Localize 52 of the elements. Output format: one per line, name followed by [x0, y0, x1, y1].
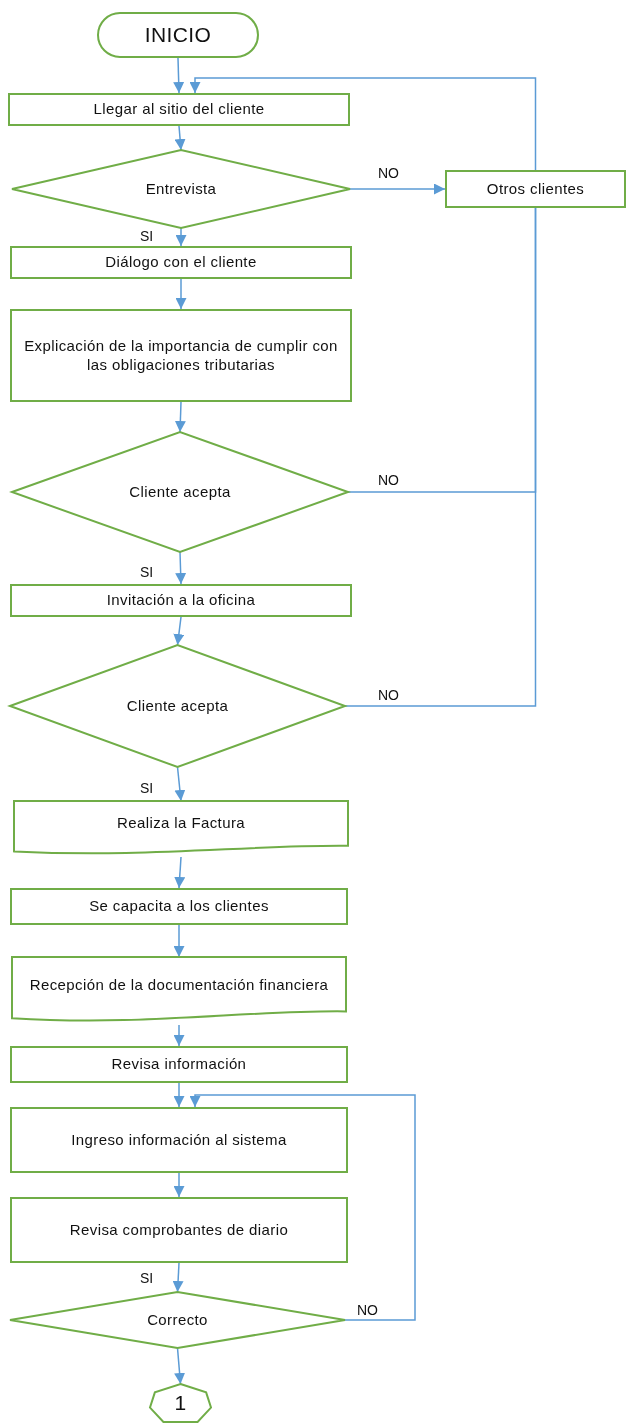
- arrow: [173, 1024, 185, 1047]
- arrow: [175, 551, 187, 585]
- step-text: Revisa comprobantes de diario: [69, 1220, 289, 1240]
- process-box: [10, 584, 352, 617]
- step-text: Se capacita a los clientes: [89, 897, 269, 916]
- process-box: [10, 888, 348, 925]
- arrow: [172, 1262, 184, 1293]
- decision-diamond: [10, 645, 345, 767]
- process-box: [445, 170, 626, 208]
- arrow: [174, 1347, 186, 1385]
- step-text: Revisa información: [111, 1055, 247, 1074]
- decision-diamond: [10, 1292, 345, 1348]
- process-box: [8, 93, 350, 126]
- arrow: [173, 1082, 185, 1108]
- step-text: Correcto: [147, 1310, 208, 1330]
- decision-diamond: [12, 150, 350, 228]
- document-shape: [14, 801, 348, 857]
- arrow: [173, 924, 185, 958]
- step-text: Explicación de la importancia de cumplir con las obligaciones tributarias: [23, 336, 339, 375]
- step-text: 1: [174, 1389, 187, 1416]
- arrow: [189, 1094, 416, 1321]
- step-text: Realiza la Factura: [116, 813, 246, 833]
- step-text: Recepción de la documentación financiera: [29, 975, 329, 995]
- process-box: [10, 1197, 348, 1263]
- step-text: Ingreso información al sistema: [71, 1130, 287, 1150]
- arrow: [349, 183, 446, 195]
- step-text: Invitación a la oficina: [106, 591, 256, 610]
- arrow: [174, 125, 186, 151]
- step-text: INICIO: [144, 21, 212, 48]
- arrow: [174, 856, 186, 889]
- decision-diamond: [12, 432, 348, 552]
- arrow: [175, 227, 187, 247]
- arrow: [173, 616, 185, 646]
- process-box: [10, 1107, 348, 1173]
- process-box: [10, 246, 352, 279]
- arrow: [189, 77, 537, 171]
- step-text: Otros clientes: [486, 179, 585, 199]
- arrow: [173, 57, 185, 94]
- step-text: Llegar al sitio del cliente: [93, 100, 265, 119]
- arrow: [174, 766, 186, 802]
- step-text: Entrevista: [145, 179, 217, 199]
- arrow: [175, 278, 187, 310]
- process-box: [10, 1046, 348, 1083]
- connector-line: [344, 207, 537, 707]
- arrow: [174, 401, 186, 433]
- terminal-box: [97, 12, 259, 58]
- step-text: Diálogo con el cliente: [105, 253, 257, 272]
- connector-shape: [150, 1384, 211, 1422]
- arrow: [173, 1172, 185, 1198]
- step-text: Cliente acepta: [129, 482, 231, 502]
- process-box: [10, 309, 352, 402]
- step-text: Cliente acepta: [126, 696, 229, 716]
